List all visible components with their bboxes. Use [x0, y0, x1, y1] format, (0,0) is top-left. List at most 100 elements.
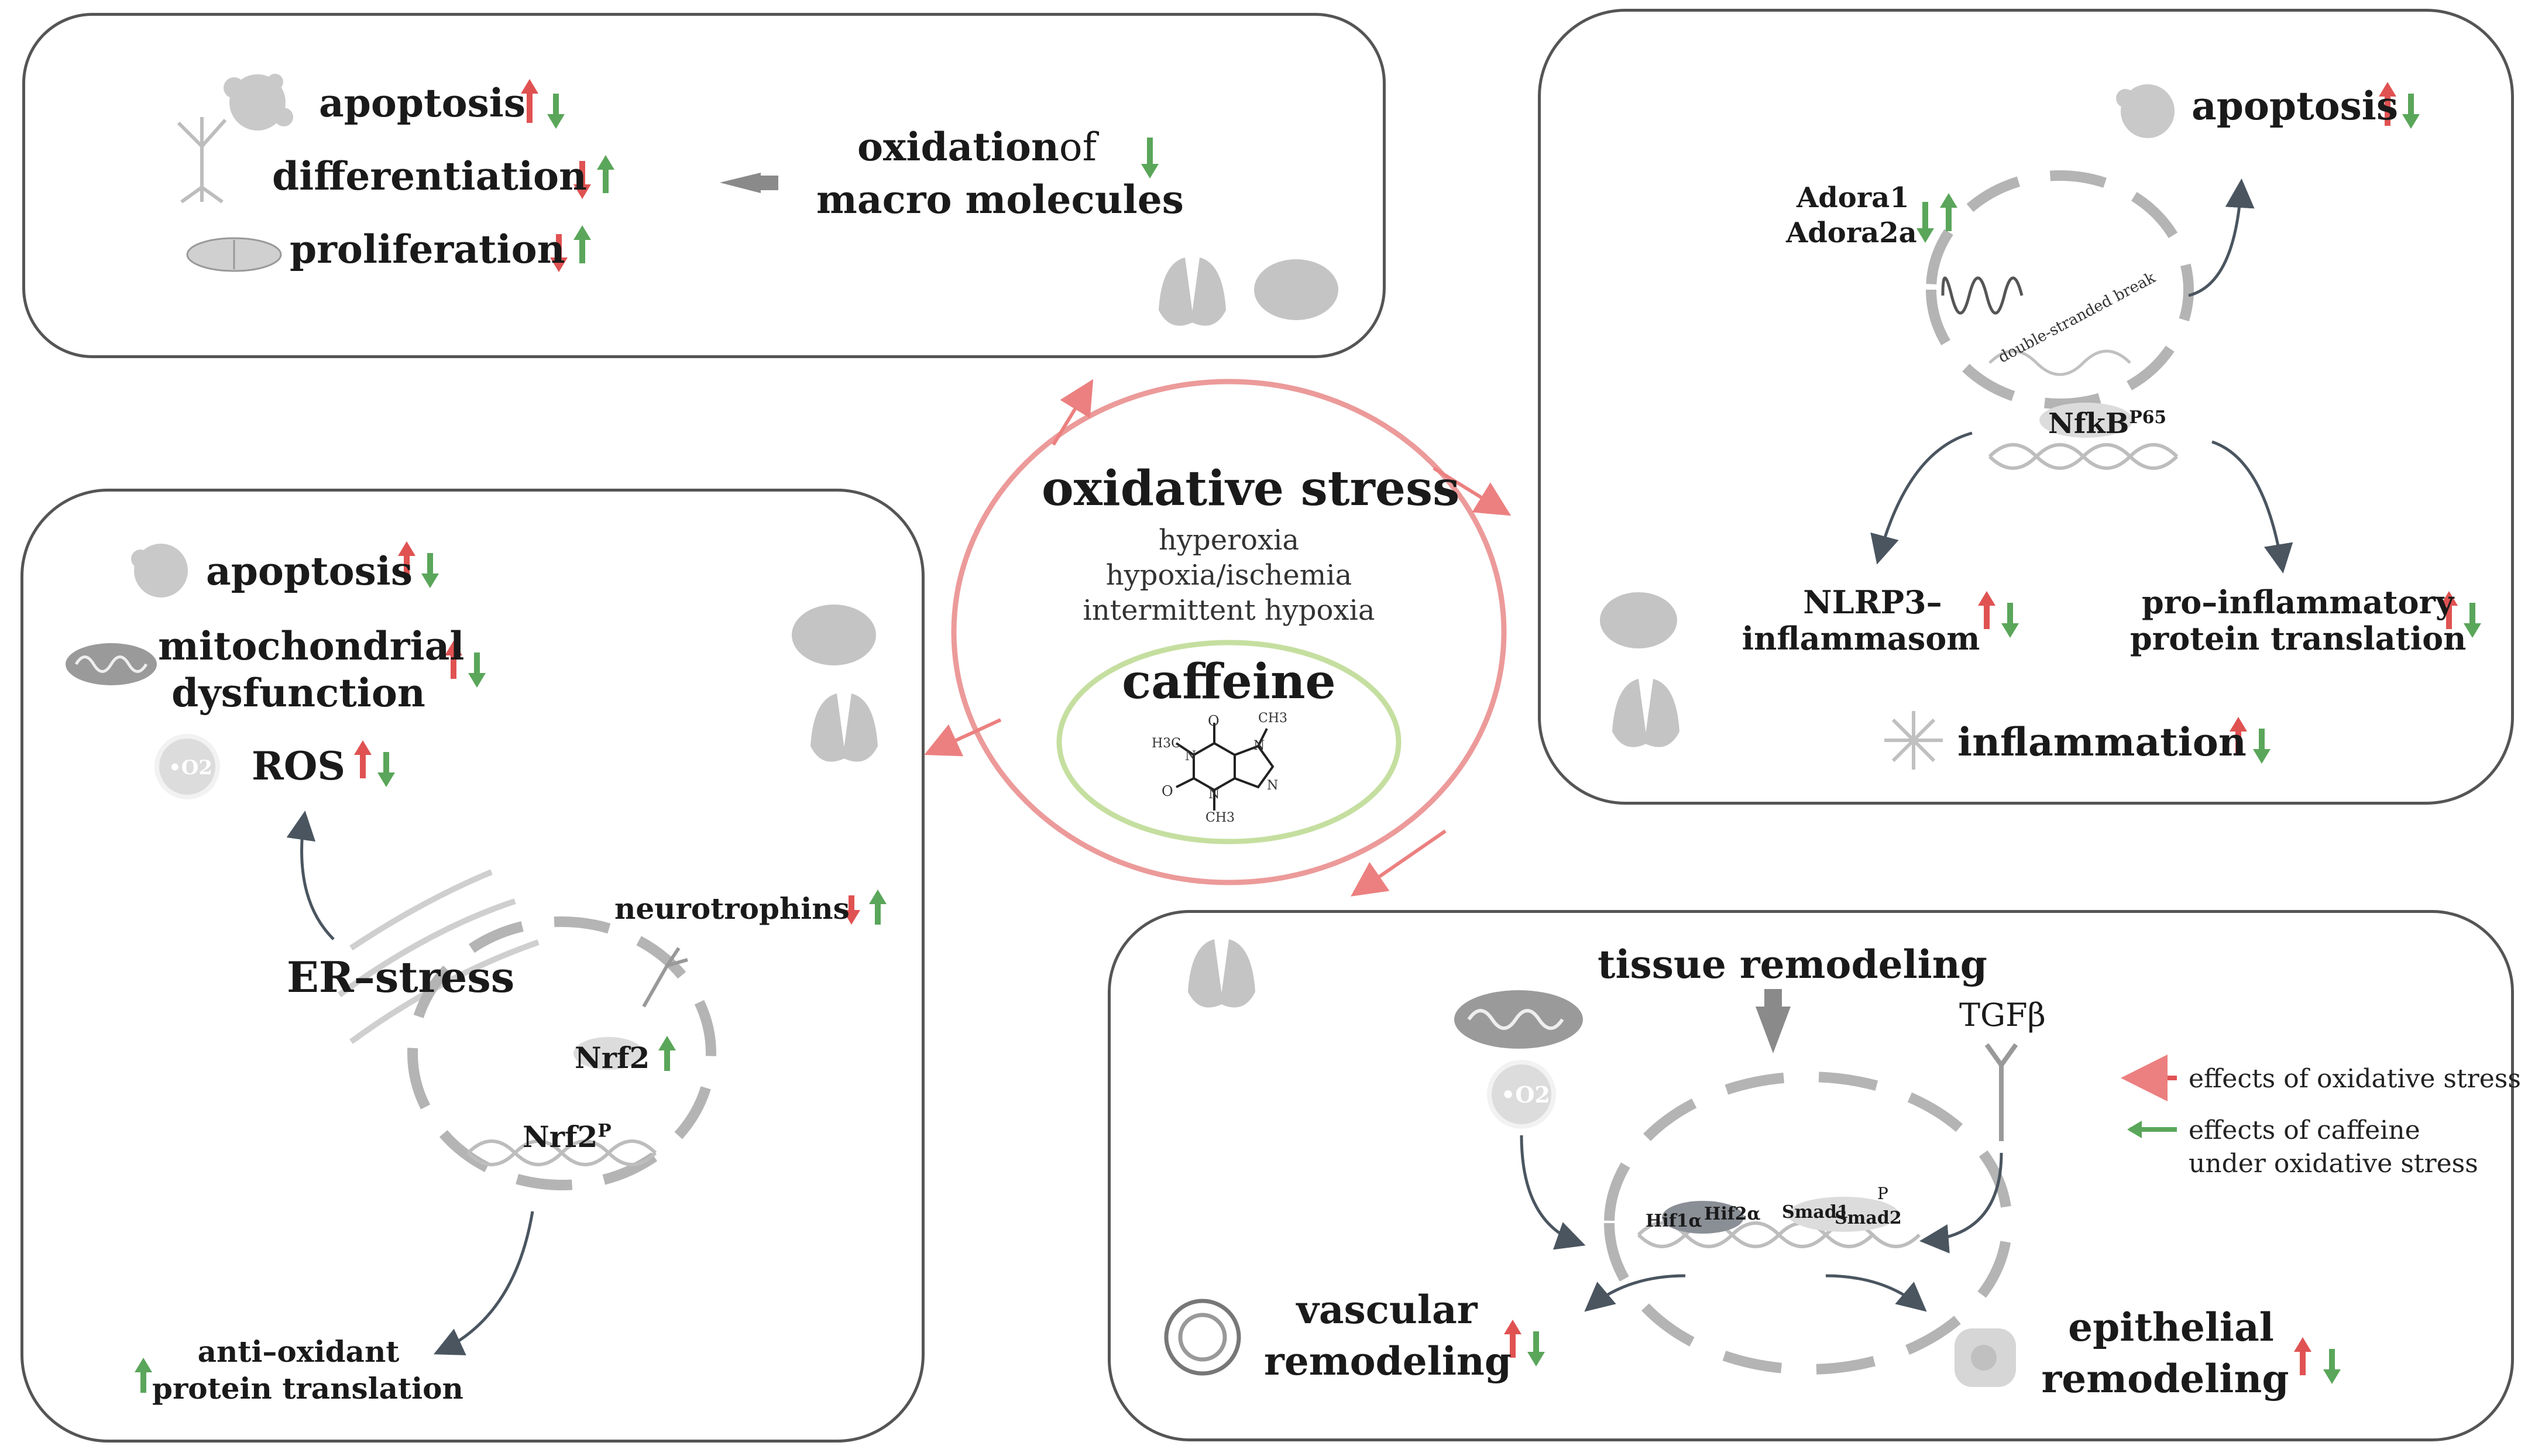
- l-antiox-l1: anti–oxidant: [197, 1334, 400, 1369]
- neuron-icon: [177, 117, 227, 204]
- oxidative-stress-ring: [951, 379, 1507, 885]
- atom-ch3-top: CH3: [1258, 711, 1288, 726]
- br-smad1: Smad1: [1782, 1202, 1849, 1223]
- arrow-pair-inflammation: [2230, 717, 2271, 764]
- arrow-pair-diff: [573, 155, 614, 199]
- lung-icon: [1159, 257, 1226, 326]
- tr-proinf-l1: pro–inflammatory: [2142, 583, 2454, 621]
- arrow-pair-mito: [445, 641, 486, 688]
- l-mito-l2: dysfunction: [171, 670, 425, 716]
- tl-oxidation: oxidationof: [857, 126, 1097, 169]
- l-nrf2p: Nrf2P: [523, 1121, 612, 1153]
- br-tgfb: TGFβ: [1959, 997, 2046, 1033]
- arrow-antiox: [135, 1358, 152, 1393]
- o2-icon-br: [1487, 1060, 1556, 1129]
- l-ros: ROS: [252, 743, 346, 789]
- panel-top-left: [22, 13, 1386, 358]
- tr-nlrp3-l1: NLRP3–: [1803, 583, 1942, 621]
- condition-intermittent: intermittent hypoxia: [1083, 594, 1375, 627]
- arrow-pair-ros: [354, 740, 395, 787]
- epithelial-cell-icon: [1955, 1328, 2016, 1387]
- nrf2-protein-icon: [573, 1037, 644, 1070]
- l-apoptosis: apoptosis: [206, 548, 413, 594]
- mitochondrion-icon: [66, 643, 157, 685]
- smad-protein-icon: [1788, 1197, 1899, 1232]
- arrow-to-apoptosis-tr: [2188, 178, 2255, 297]
- brain-icon-tr: [1600, 592, 1677, 648]
- arrow-to-bottom-right: [1351, 829, 1447, 897]
- arrow-pair-apoptosis-tl: [521, 79, 565, 129]
- legend-oxidative: effects of oxidative stress: [2189, 1064, 2521, 1094]
- er-icon: [338, 869, 540, 1045]
- tl-differentiation: differentiation: [272, 153, 588, 199]
- dividing-cell-icon: [186, 237, 282, 272]
- arrow-pair-prolif: [550, 225, 591, 272]
- arrow-to-antiox: [433, 1211, 534, 1355]
- tr-nlrp3-l2: inflammasom: [1742, 620, 1980, 657]
- arrow-pair-adora: [1916, 193, 1957, 243]
- arrow-pair-neurotrophins: [843, 890, 887, 925]
- atom-ch3-bottom: CH3: [1205, 811, 1235, 825]
- panel-left: [20, 489, 925, 1443]
- br-p: P: [1877, 1184, 1888, 1203]
- atom-o2: O: [1162, 783, 1173, 799]
- tr-apoptosis: apoptosis: [2192, 83, 2398, 129]
- tl-apoptosis: apoptosis: [319, 80, 525, 126]
- arrow-pair-nlrp3: [1978, 591, 2019, 638]
- condition-hypoxia: hypoxia/ischemia: [1105, 559, 1352, 592]
- legend-caffeine-l1: effects of caffeine: [2189, 1115, 2420, 1145]
- arrow-to-vascular: [1584, 1274, 1686, 1312]
- br-epithelial-l2: remodeling: [2041, 1356, 2289, 1402]
- atom-o1: O: [1208, 713, 1220, 729]
- atom-n3: N: [1253, 739, 1265, 753]
- indicator-arrows: [135, 79, 2481, 1393]
- brain-icon-left: [792, 605, 876, 665]
- tl-macro-molecules: macro molecules: [816, 177, 1184, 222]
- ros-o2-icon: [154, 734, 220, 799]
- arrow-to-left: [924, 718, 1002, 757]
- tr-nfkb: NfkBP65: [2048, 408, 2166, 439]
- panel-bottom-right: [1108, 910, 2514, 1441]
- arrow-tgfb-to-dna: [1919, 1152, 2003, 1254]
- br-vascular-l1: vascular: [1296, 1287, 1478, 1333]
- arrow-nrf2: [658, 1036, 676, 1071]
- vessel-icon: [1164, 1299, 1241, 1376]
- lung-icon-tr: [1612, 679, 1679, 747]
- br-vascular-l2: remodeling: [1264, 1338, 1512, 1384]
- l-antiox-l2: protein translation: [152, 1371, 463, 1406]
- br-o2-label: •O2: [1501, 1081, 1550, 1108]
- lung-icon-br: [1188, 939, 1255, 1008]
- panel-top-right: [1538, 9, 2514, 805]
- tr-proinf-l2: protein translation: [2130, 620, 2467, 657]
- br-hif2a: Hif2α: [1704, 1204, 1761, 1224]
- atom-n2: N: [1208, 787, 1220, 802]
- oxidative-stress-title: oxidative stress: [1042, 461, 1460, 517]
- l-er-stress: ER–stress: [287, 952, 515, 1002]
- l-neurotrophins: neurotrophins: [614, 891, 850, 926]
- arrow-to-top-right: [1433, 466, 1512, 516]
- tr-nfkb-text: NfkB: [2048, 407, 2129, 440]
- caffeine-title: caffeine: [1122, 654, 1336, 710]
- caffeine-ring: [1056, 640, 1402, 844]
- l-nrf2: Nrf2: [575, 1041, 650, 1075]
- br-hif1a: Hif1α: [1646, 1211, 1702, 1231]
- brain-icon: [1254, 259, 1338, 320]
- lung-icon-left: [810, 693, 878, 762]
- arrow-pair-proinf: [2440, 591, 2481, 638]
- legend-caffeine-l2: under oxidative stress: [2189, 1149, 2478, 1179]
- l-nrf2p-text: Nrf2: [523, 1120, 598, 1154]
- cytokine-icon: [1884, 711, 1943, 770]
- br-tissue-remodeling: tissue remodeling: [1598, 942, 1987, 987]
- br-smad2: Smad2: [1835, 1208, 1902, 1228]
- tr-inflammation: inflammation: [1957, 719, 2247, 765]
- gray-left-arrow: [720, 173, 761, 193]
- arrow-er-to-ros: [286, 811, 335, 940]
- tr-adora1: Adora1: [1797, 181, 1909, 214]
- hif-protein-icon: [1662, 1201, 1744, 1234]
- tgfb-receptor-icon: [1984, 1043, 2018, 1141]
- tr-adora2a: Adora2a: [1786, 217, 1917, 249]
- tl-oxidation-word: oxidation: [857, 124, 1059, 170]
- arrow-o2-to-dna: [1520, 1135, 1586, 1250]
- atom-n4: N: [1267, 778, 1279, 793]
